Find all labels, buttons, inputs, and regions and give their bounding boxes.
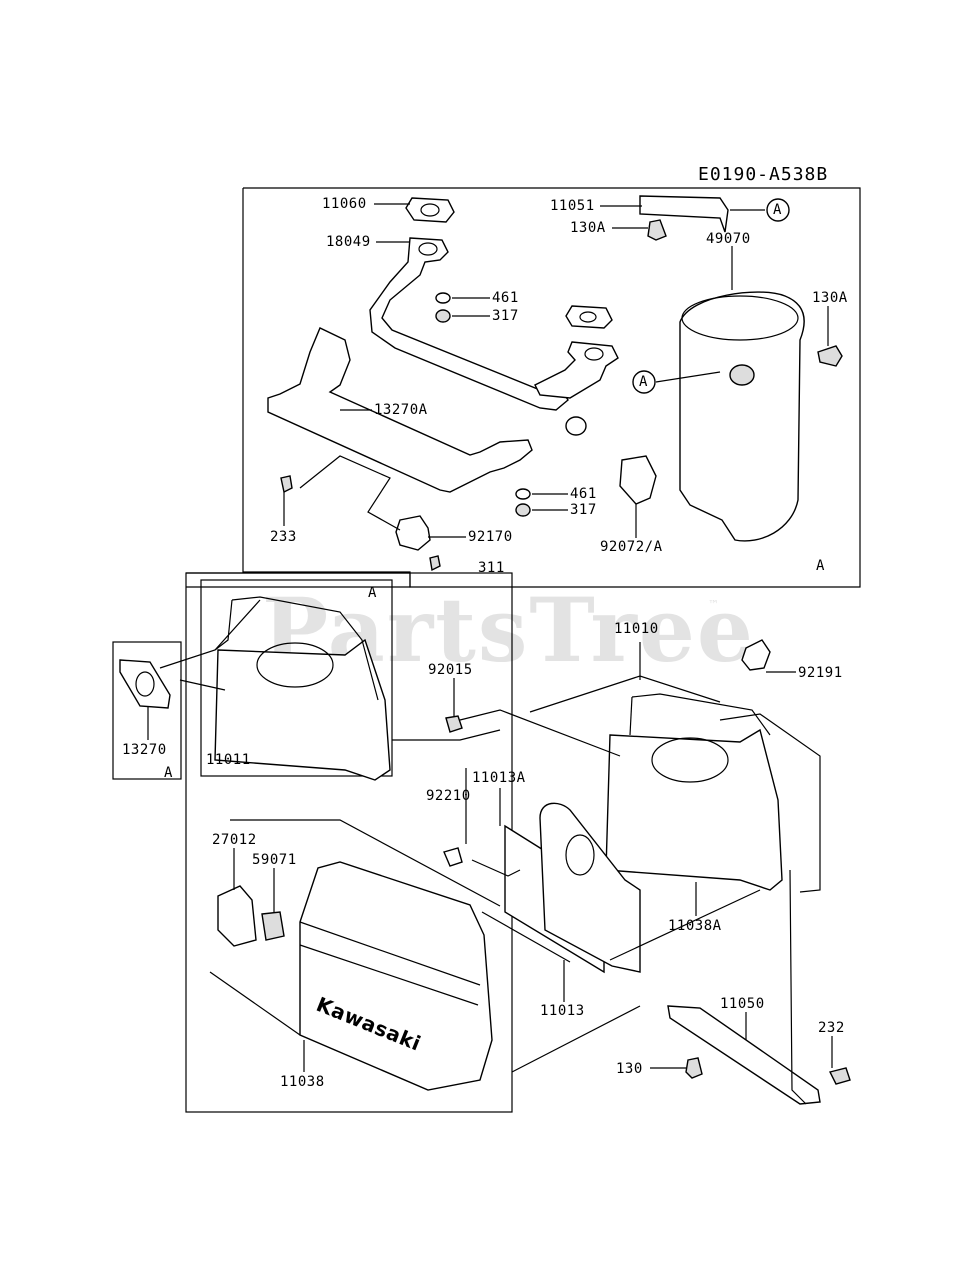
- callout-circle-a-upper: [766, 198, 790, 222]
- callout-a-inset: A: [368, 585, 377, 601]
- label-92210: 92210: [426, 788, 471, 804]
- nut-317-bottom: [515, 503, 531, 517]
- filter-element-11013a: [539, 802, 641, 973]
- gasket-11060: [405, 197, 455, 223]
- label-130: 130: [616, 1061, 643, 1077]
- label-130a-top: 130A: [570, 220, 606, 236]
- assembly-lines: [159, 455, 821, 1105]
- watermark-trademark: ™: [708, 598, 719, 611]
- label-92072: 92072/A: [600, 539, 663, 555]
- label-232: 232: [818, 1020, 845, 1036]
- clip-27012: [217, 885, 257, 947]
- label-92191: 92191: [798, 665, 843, 681]
- diagram-code: E0190-A538B: [698, 164, 829, 185]
- clip-59071: [261, 911, 285, 941]
- label-18049: 18049: [326, 234, 371, 250]
- callout-a-upper: A: [773, 202, 782, 218]
- bolt-232: [828, 1067, 851, 1085]
- label-11011: 11011: [206, 752, 251, 768]
- label-233: 233: [270, 529, 297, 545]
- clamp-92170: [395, 515, 431, 551]
- label-11010: 11010: [614, 621, 659, 637]
- label-11013a: 11013A: [472, 770, 526, 786]
- label-49070: 49070: [706, 231, 751, 247]
- nut-317-top: [435, 309, 451, 323]
- muffler: [679, 291, 805, 542]
- inset-gasket-frame: [112, 641, 182, 780]
- label-13270a: 13270A: [374, 402, 428, 418]
- label-317-top: 317: [492, 308, 519, 324]
- knob-92191: [741, 639, 771, 671]
- label-11038a: 11038A: [668, 918, 722, 934]
- label-130a-right: 130A: [812, 290, 848, 306]
- label-11051: 11051: [550, 198, 595, 214]
- air-cleaner-base-11011: [214, 638, 391, 781]
- callout-circle-a-muffler: [632, 370, 656, 394]
- wing-nut-92210: [443, 847, 463, 867]
- heat-shield-11051: [639, 195, 729, 233]
- bracket-11050: [667, 1005, 821, 1105]
- label-11060: 11060: [322, 196, 367, 212]
- clamp-92072: [619, 455, 657, 505]
- callout-a-muffler: A: [639, 374, 648, 390]
- callout-a-corner: A: [816, 558, 825, 574]
- label-92015: 92015: [428, 662, 473, 678]
- bolt-130: [685, 1057, 703, 1079]
- callout-a-gasket: A: [164, 765, 173, 781]
- label-11038: 11038: [280, 1074, 325, 1090]
- nut-461-top: [435, 292, 451, 304]
- bolt-233: [280, 475, 293, 494]
- nut-461-bottom: [515, 488, 531, 500]
- label-92170: 92170: [468, 529, 513, 545]
- nut-92015: [445, 715, 463, 733]
- label-11050: 11050: [720, 996, 765, 1012]
- bolt-130a-right: [817, 345, 843, 367]
- label-317-bottom: 317: [570, 502, 597, 518]
- label-59071: 59071: [252, 852, 297, 868]
- bolt-130a-top: [647, 219, 667, 241]
- label-311: 311: [478, 560, 505, 576]
- leader-lines: [147, 203, 833, 1072]
- bracket-13270a: [267, 327, 533, 493]
- label-461-top: 461: [492, 290, 519, 306]
- gasket-13270: [119, 659, 171, 709]
- cover-11038: [299, 861, 493, 1091]
- label-13270: 13270: [122, 742, 167, 758]
- inset-frame: [200, 579, 393, 777]
- label-11013: 11013: [540, 1003, 585, 1019]
- label-27012: 27012: [212, 832, 257, 848]
- air-cleaner-base-11038a: [605, 728, 783, 891]
- label-461-bottom: 461: [570, 486, 597, 502]
